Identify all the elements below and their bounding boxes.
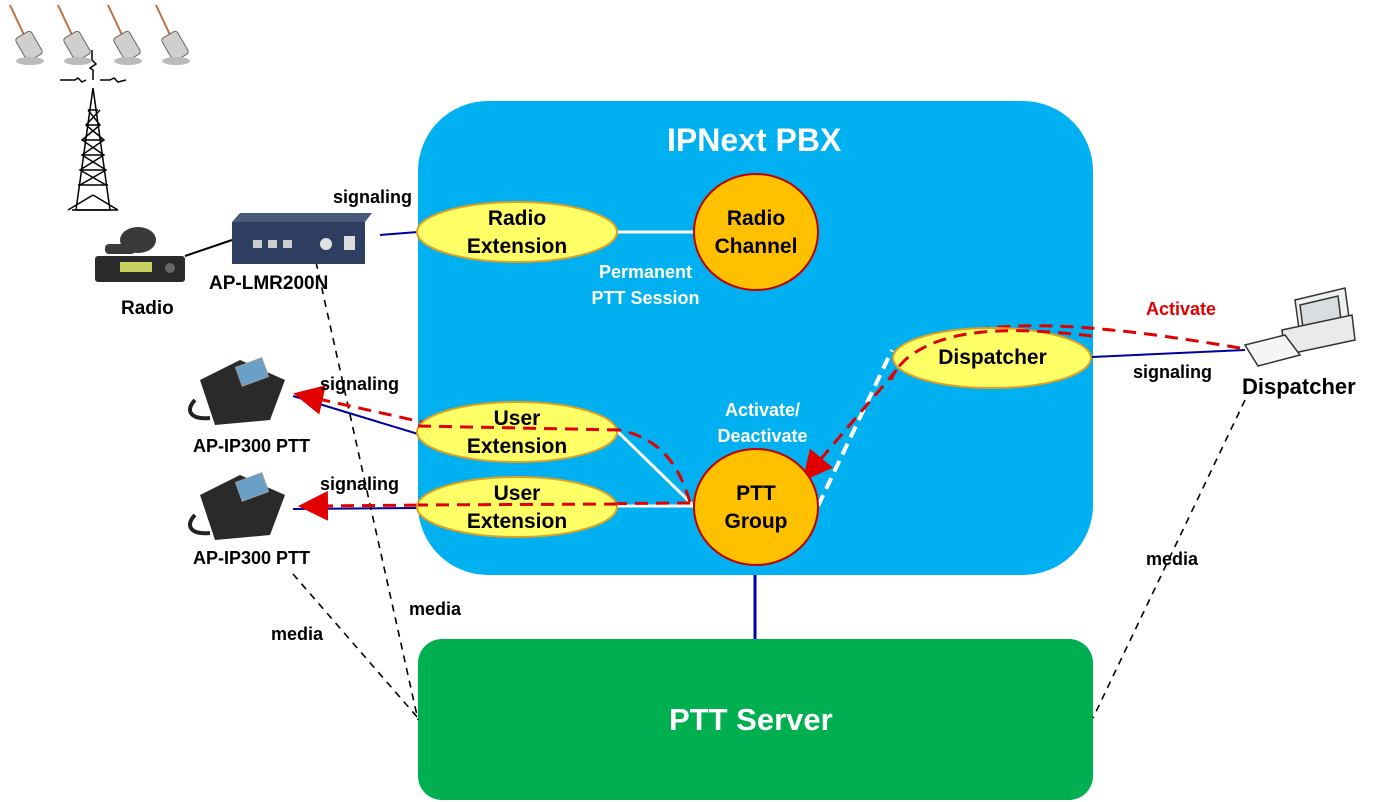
user-extension-2-line1: User — [493, 482, 541, 505]
user-extension-1-label: User Extension — [417, 405, 617, 461]
permanent-session-line1: Permanent — [598, 262, 693, 282]
pbx-title: IPNext PBX — [667, 122, 842, 158]
ptt-group-node[interactable] — [693, 448, 819, 566]
radio-extension-line1: Radio — [487, 207, 547, 230]
signaling-line-gateway — [379, 231, 419, 236]
media-label-dispatcher: media — [1146, 549, 1199, 569]
activate-annotation: Activate — [1146, 299, 1217, 319]
signaling-label-phone-2: signaling — [320, 474, 400, 494]
radio-channel-line1: Radio — [726, 207, 786, 230]
radio-gateway-cable — [184, 239, 233, 257]
permanent-session-annotation: Permanent PTT Session — [578, 259, 713, 311]
radio-channel-node[interactable] — [693, 173, 819, 291]
radio-extension-label: Radio Extension — [417, 205, 617, 261]
signaling-label-phone-1: signaling — [320, 374, 400, 394]
signaling-line-dispatcher — [1091, 349, 1246, 358]
dispatcher-node[interactable] — [892, 327, 1092, 389]
mobile-radio-icon — [95, 227, 185, 282]
media-line-phone — [292, 573, 419, 719]
user-ext1-ptt-link — [615, 429, 696, 508]
activate-deactivate-annotation: Activate/ Deactivate — [700, 397, 825, 449]
signaling-label-dispatcher: signaling — [1133, 362, 1213, 382]
user-extension-2-label: User Extension — [417, 480, 617, 536]
ip-phone-2-icon — [188, 472, 285, 540]
dispatcher-node-label: Dispatcher — [938, 346, 1047, 369]
media-line-gateway — [315, 261, 419, 721]
dispatcher-pc-label: Dispatcher — [1242, 374, 1356, 399]
radio-extension-line2: Extension — [466, 235, 568, 258]
activate-deactivate-line1: Activate/ — [724, 400, 801, 420]
media-line-dispatcher — [1092, 399, 1246, 719]
activate-path-dispatcher-to-ptt — [802, 324, 1241, 482]
permanent-session-line2: PTT Session — [591, 288, 700, 308]
activate-path-overlay-user1 — [417, 424, 621, 432]
media-label-phone: media — [271, 624, 324, 644]
signaling-line-phone-2 — [292, 507, 419, 510]
activate-path-overlay — [889, 329, 1093, 381]
user-extension-1-node[interactable] — [416, 401, 618, 463]
media-label-gateway: media — [409, 599, 462, 619]
phone-2-label: AP-IP300 PTT — [193, 548, 311, 568]
signaling-line-phone-1 — [292, 395, 419, 435]
ptt-group-line1: PTT — [736, 482, 776, 505]
phone-1-label: AP-IP300 PTT — [193, 436, 311, 456]
activate-path-ptt-to-phone-1 — [293, 385, 692, 503]
ip-phone-1-icon — [188, 357, 285, 425]
user-extension-1-line2: Extension — [466, 435, 568, 458]
activate-path-overlay-user2 — [417, 502, 618, 507]
ptt-group-label: PTT Group — [694, 480, 818, 536]
radio-label: Radio — [121, 298, 174, 319]
gateway-device-icon — [232, 213, 372, 264]
activate-deactivate-line2: Deactivate — [717, 426, 808, 446]
ptt-server-container — [418, 639, 1093, 800]
ptt-group-line2: Group — [724, 510, 788, 533]
gateway-label: AP-LMR200N — [209, 273, 329, 294]
handheld-radio-icons — [9, 4, 190, 65]
dispatcher-pc-icon — [1243, 287, 1356, 367]
signaling-label-gateway: signaling — [333, 187, 413, 207]
user-extension-2-line2: Extension — [466, 510, 568, 533]
ptt-server-title: PTT Server — [669, 702, 833, 737]
user-extension-1-line1: User — [493, 407, 541, 430]
radio-extension-node[interactable] — [416, 201, 618, 263]
radio-tower-icon — [60, 50, 127, 211]
user-extension-2-node[interactable] — [416, 476, 618, 538]
radio-channel-line2: Channel — [714, 235, 798, 258]
radio-channel-label: Radio Channel — [694, 205, 818, 261]
